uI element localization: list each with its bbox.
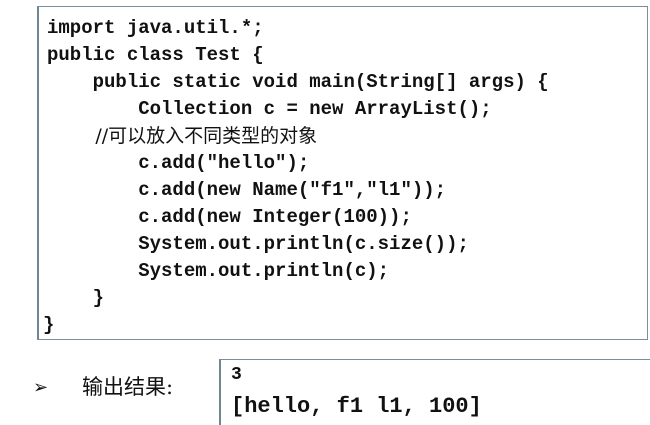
code-line-2: public class Test {: [47, 44, 264, 66]
arrow-bullet-icon: ➢: [33, 377, 49, 398]
code-line-12: }: [43, 314, 55, 336]
code-line-6: c.add("hello");: [47, 152, 310, 174]
output-line-2: [hello, f1 l1, 100]: [231, 394, 482, 419]
code-line-9: System.out.println(c.size());: [47, 233, 469, 255]
output-label: 输出结果:: [82, 375, 174, 399]
code-line-8: c.add(new Integer(100));: [47, 206, 412, 228]
code-line-10: System.out.println(c);: [47, 260, 390, 282]
output-line-1: 3: [231, 365, 242, 385]
code-block: import java.util.*; public class Test { …: [37, 6, 648, 340]
code-line-4: Collection c = new ArrayList();: [47, 98, 492, 120]
output-block: 3 [hello, f1 l1, 100]: [219, 359, 650, 425]
code-comment-line: //可以放入不同类型的对象: [47, 125, 318, 147]
code-line-3: public static void main(String[] args) {: [47, 71, 549, 93]
code-line-11: }: [47, 287, 105, 309]
code-line-1: import java.util.*;: [47, 17, 264, 39]
code-line-7: c.add(new Name("f1","l1"));: [47, 179, 447, 201]
